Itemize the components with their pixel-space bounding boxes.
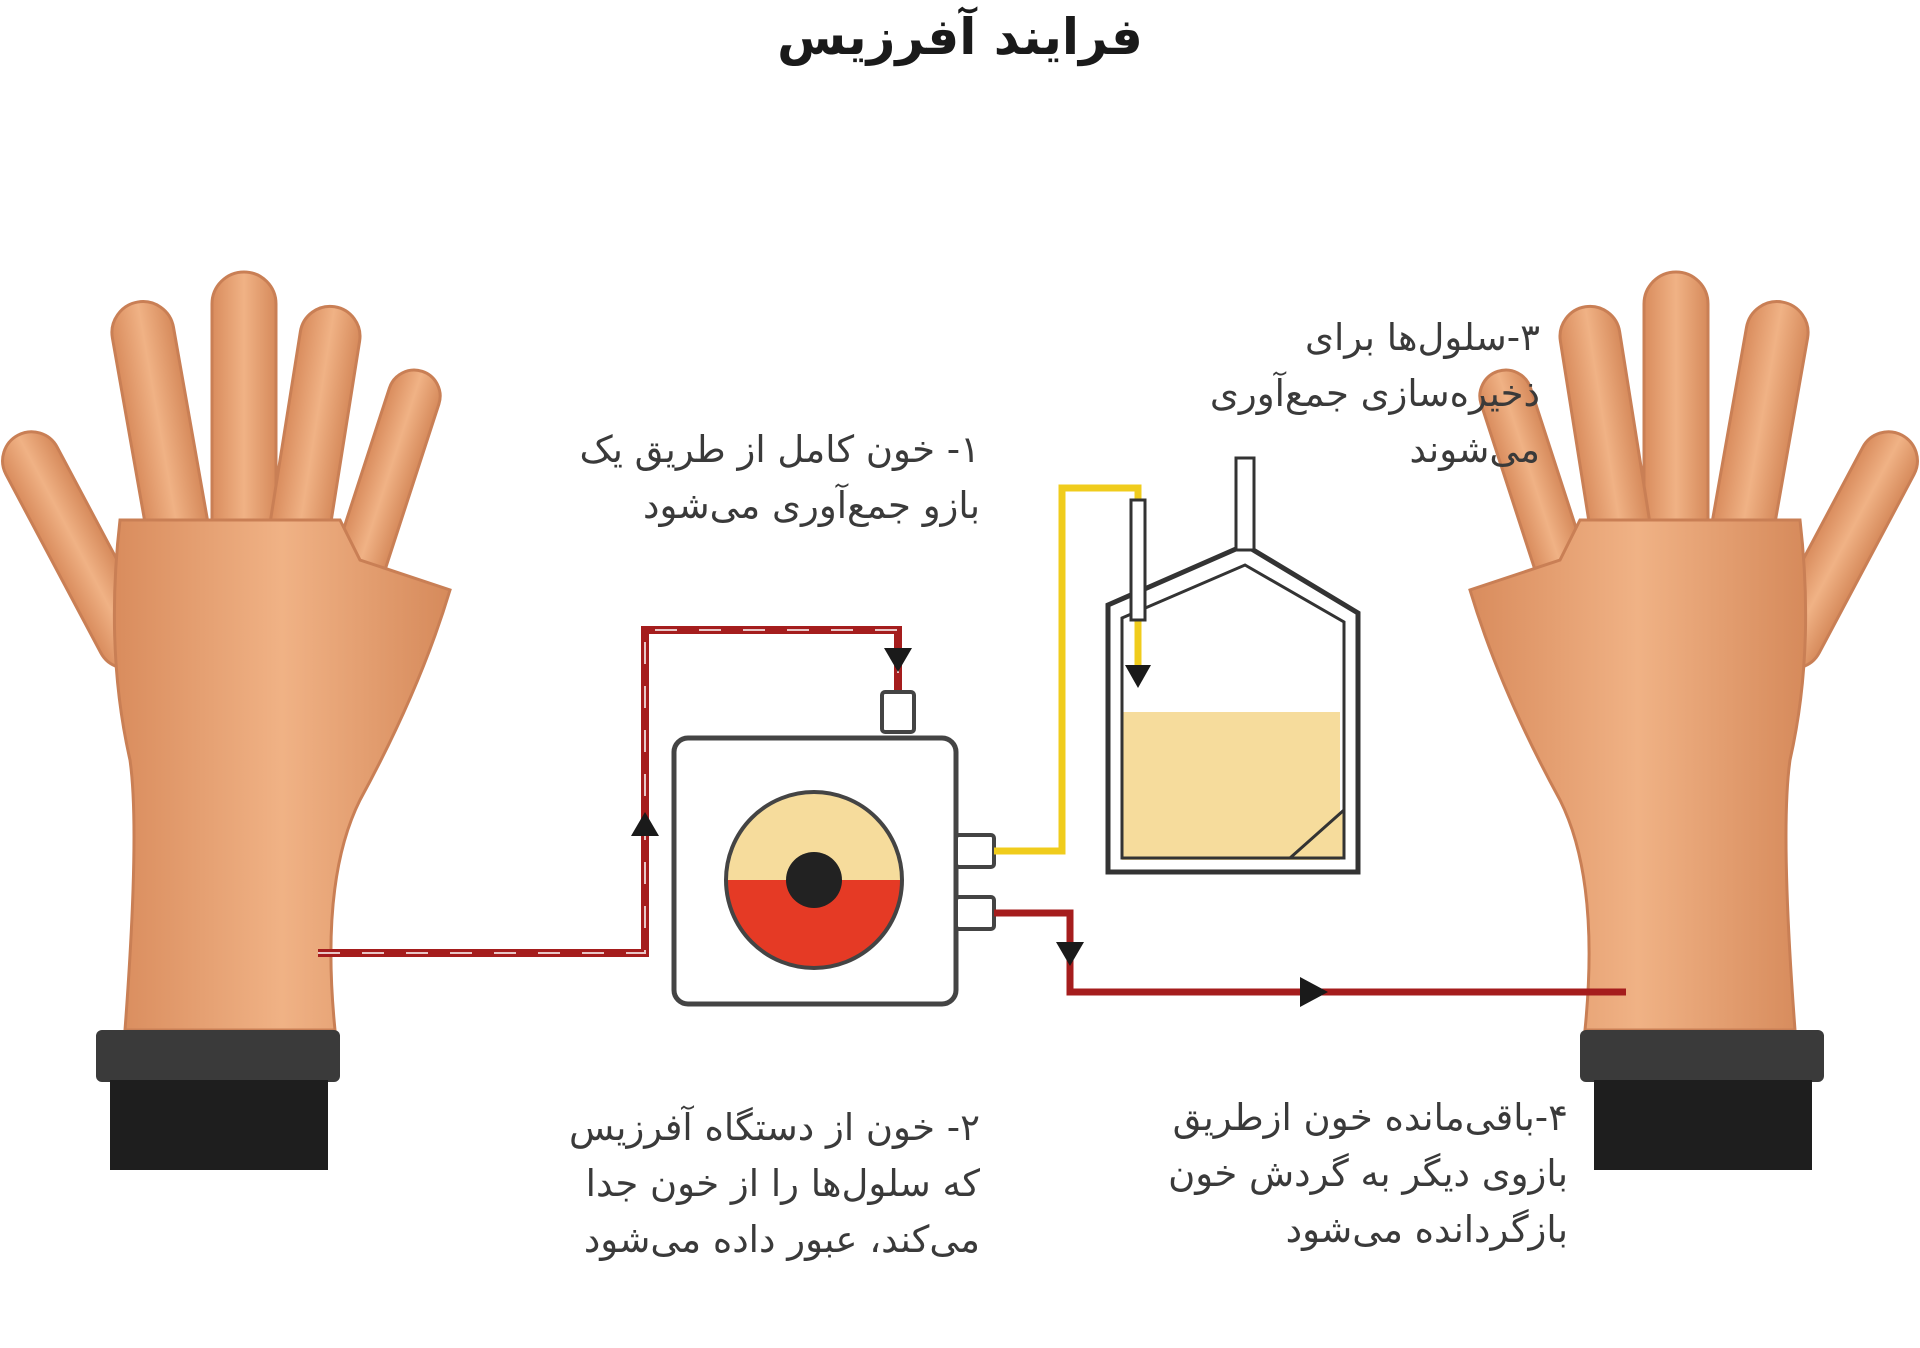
step-2-line-3: می‌کند، عبور داده می‌شود xyxy=(583,1218,980,1261)
bag-corner-fold xyxy=(1286,806,1346,860)
device-plasma-port xyxy=(954,833,996,869)
bag-top-tube xyxy=(1234,456,1256,552)
centrifuge-hub xyxy=(786,852,842,908)
right-cuff-band xyxy=(1580,1030,1824,1082)
step-3-line-2: ذخیره‌سازی جمع‌آوری xyxy=(1209,372,1540,415)
step-4-label: ۴-باقی‌مانده خون ازطریق بازوی دیگر به گر… xyxy=(1020,1090,1568,1258)
device-return-port xyxy=(954,895,996,931)
bag-inner-outline xyxy=(1120,563,1346,860)
inflow-arrow-up xyxy=(631,812,659,836)
step-3-line-1: ۳-سلول‌ها برای xyxy=(1305,316,1540,359)
page-title: فرایند آفرزیس xyxy=(777,8,1143,66)
step-3-line-3: می‌شوند xyxy=(1409,428,1541,471)
left-sleeve xyxy=(110,1080,328,1170)
bag-outer-outline xyxy=(1105,542,1361,875)
blood-inflow-line xyxy=(318,626,912,957)
right-hand-icon xyxy=(1468,270,1919,1170)
centrifuge-bowl xyxy=(724,790,904,970)
plasma-arrow-down xyxy=(1125,665,1151,688)
left-hand-palm xyxy=(112,518,452,1032)
apheresis-device xyxy=(671,690,996,1007)
step-4-line-1: ۴-باقی‌مانده خون ازطریق xyxy=(1172,1096,1568,1139)
step-4-line-2: بازوی دیگر به گردش خون xyxy=(1168,1152,1568,1195)
step-1-label: ۱- خون کامل از طریق یک بازو جمع‌آوری می‌… xyxy=(440,422,981,534)
bag-inlet-tube xyxy=(1129,498,1147,622)
step-2-label: ۲- خون از دستگاه آفرزیس که سلول‌ها را از… xyxy=(420,1100,980,1268)
step-2-line-1: ۲- خون از دستگاه آفرزیس xyxy=(568,1106,980,1149)
blood-return-line xyxy=(994,909,1626,1007)
step-1-line-1: ۱- خون کامل از طریق یک xyxy=(579,428,981,471)
step-1-line-2: بازو جمع‌آوری می‌شود xyxy=(642,484,980,527)
storage-bag xyxy=(1105,456,1361,875)
left-cuff-band xyxy=(96,1030,340,1082)
bag-liquid xyxy=(1122,712,1340,860)
right-hand-palm xyxy=(1468,518,1808,1032)
right-sleeve xyxy=(1594,1080,1812,1170)
device-inlet-port xyxy=(880,690,916,734)
step-3-label: ۳-سلول‌ها برای ذخیره‌سازی جمع‌آوری می‌شو… xyxy=(1060,310,1540,478)
return-arrow-down xyxy=(1056,942,1084,966)
step-4-line-3: بازگردانده می‌شود xyxy=(1285,1208,1568,1251)
left-hand-icon xyxy=(1,270,452,1170)
return-arrow-right xyxy=(1300,977,1328,1007)
step-2-line-2: که سلول‌ها را از خون جدا xyxy=(585,1162,980,1205)
inflow-arrow-down xyxy=(884,648,912,672)
